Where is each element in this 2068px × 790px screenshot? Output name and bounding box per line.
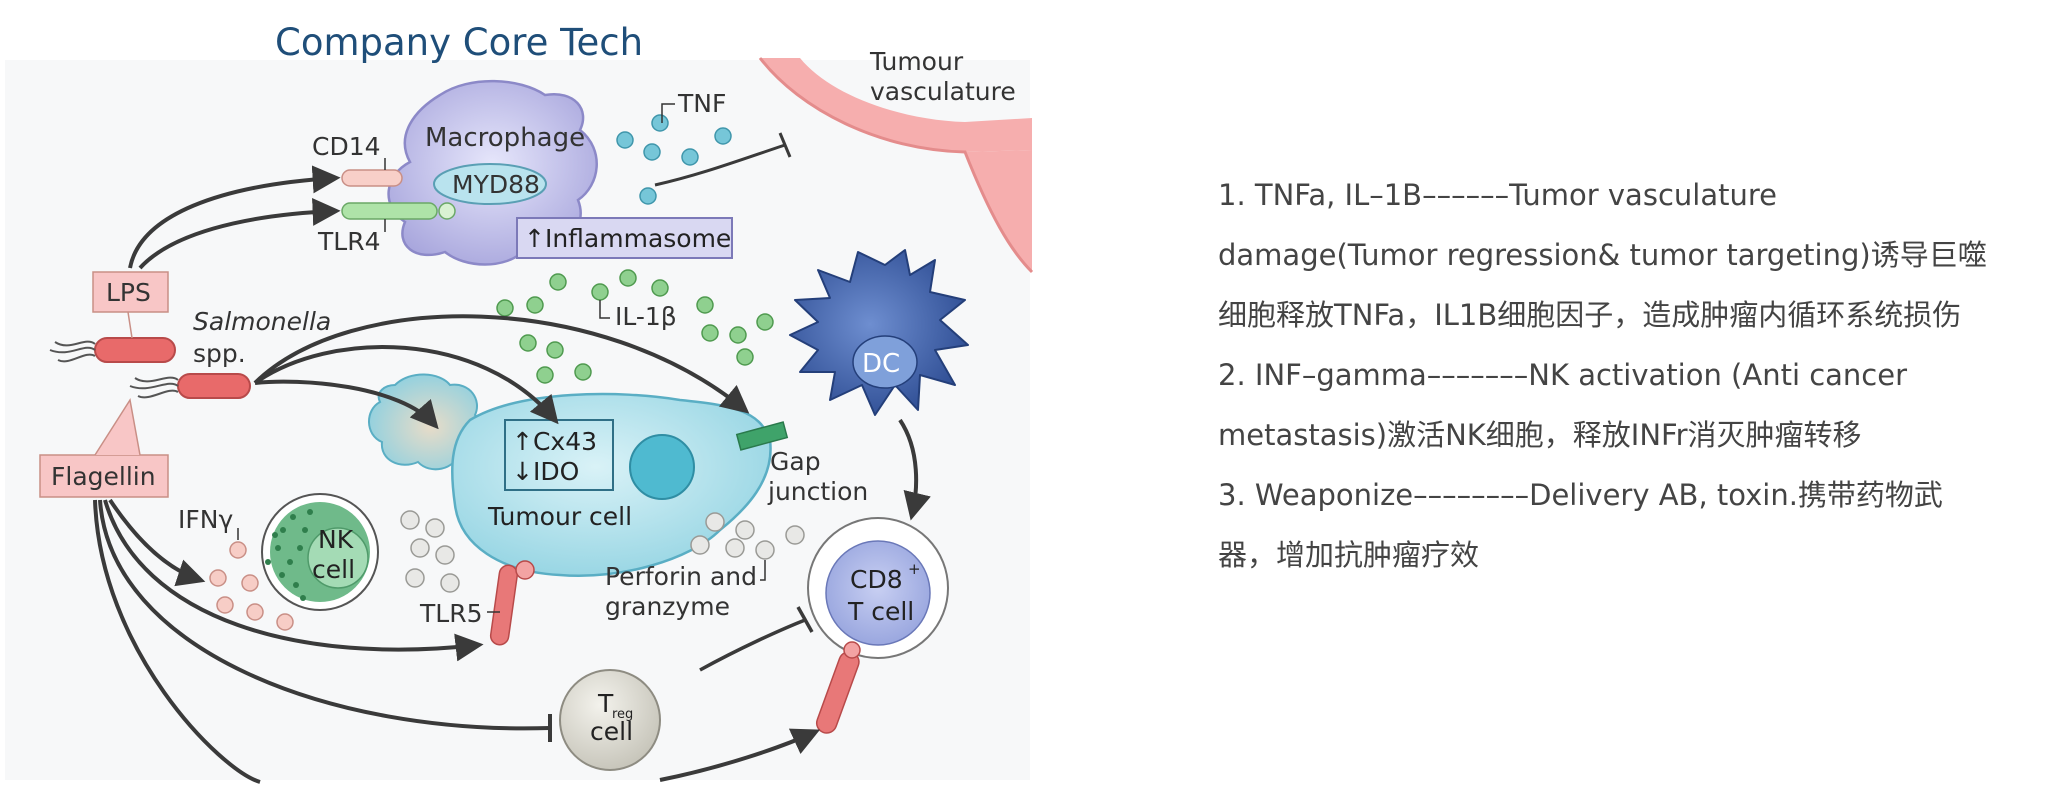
lps-to-cd14-arrow xyxy=(128,165,341,269)
tumour-vasculature xyxy=(758,57,1034,274)
flagellin-label: Flagellin xyxy=(51,462,156,491)
treg-cell xyxy=(559,669,661,771)
flagellin-inhibit-treg xyxy=(98,499,551,731)
flagellin-lower-arrow xyxy=(93,499,261,784)
tnf-inhibit-arrow xyxy=(654,143,786,187)
lps-to-tlr4-arrow xyxy=(138,197,341,270)
mechanism-diagram: Company Core Tech Tumour vasculature Mac… xyxy=(0,0,1040,785)
nk-label-1: NK xyxy=(318,525,354,554)
salmonella-to-dying-cell-arrow xyxy=(254,379,439,430)
tnf-label: TNF xyxy=(677,89,726,118)
note-line-7: 器，增加抗肿瘤疗效 xyxy=(1218,538,1480,572)
flagellin-to-ifng-arrow xyxy=(108,498,206,587)
ifng-particles xyxy=(209,541,294,631)
dc-label: DC xyxy=(862,349,900,379)
treg-inhibit-cd8 xyxy=(699,618,806,672)
tumour-vasculature-label-1: Tumour xyxy=(869,47,964,76)
dc-to-cd8-arrow xyxy=(898,418,931,521)
gap-junction-label-2: junction xyxy=(767,477,868,506)
lps-label: LPS xyxy=(106,278,151,307)
flagellin-to-tlr5-arrow xyxy=(103,499,484,662)
cx43-ido-box xyxy=(504,419,614,491)
note-line-5: metastasis)激活NK细胞，释放INFr消灭肿瘤转移 xyxy=(1218,418,1862,452)
cd14-receptor xyxy=(341,169,403,187)
flagellin-box xyxy=(39,454,169,498)
perforin-label-2: granzyme xyxy=(605,592,730,621)
treg-label-t: T xyxy=(597,689,614,718)
nk-granules xyxy=(265,509,313,601)
salmonella-to-tumour-arrow xyxy=(253,345,559,425)
tlr5-receptor xyxy=(489,564,519,646)
tlr5-label: TLR5 xyxy=(419,599,482,628)
tlr4-label: TLR4 xyxy=(317,227,380,256)
cd14-label: CD14 xyxy=(312,132,381,161)
cd8-nucleus xyxy=(825,540,931,646)
salmonella-bacterium-2 xyxy=(129,373,251,399)
tumour-vasculature-label-2: vasculature xyxy=(870,77,1016,106)
il1b-particles xyxy=(496,269,774,384)
note-line-4: 2. INF–gamma–––––––NK activation (Anti c… xyxy=(1218,358,1908,392)
salmonella-label: Salmonella xyxy=(193,307,331,336)
treg-label-cell: cell xyxy=(590,717,633,746)
tnf-particles xyxy=(616,114,732,205)
myd88-label: MYD88 xyxy=(452,170,540,199)
tlr4-receptor xyxy=(341,202,438,220)
note-line-2: damage(Tumor regression& tumor targeting… xyxy=(1218,238,1987,272)
cd8-label-2: T cell xyxy=(847,597,914,626)
ifng-label: IFNγ xyxy=(178,505,233,534)
dendritic-cell xyxy=(789,249,969,416)
gap-junction-label-1: Gap xyxy=(770,447,821,476)
perforin-particles xyxy=(400,510,805,593)
cd8-label-sup: + xyxy=(908,560,921,578)
note-line-1: 1. TNFa, IL–1B––––––Tumor vasculature xyxy=(1218,178,1777,212)
gap-junction xyxy=(735,421,789,451)
dc-nucleus xyxy=(852,335,918,389)
lps-box xyxy=(92,271,169,313)
nk-label-2: cell xyxy=(312,555,355,584)
myd88-ellipse xyxy=(433,163,547,205)
cd8-label-1: CD8 xyxy=(850,565,903,594)
ido-label: ↓IDO xyxy=(512,457,579,486)
treg-label-sub: reg xyxy=(612,707,633,722)
note-line-6: 3. Weaponize––––––––Delivery AB, toxin.携… xyxy=(1218,478,1943,512)
nk-nucleus xyxy=(307,527,369,589)
tumour-nucleus xyxy=(629,434,695,500)
notes-panel: 1. TNFa, IL–1B––––––Tumor vasculature da… xyxy=(1218,165,2038,585)
diagram-title: Company Core Tech xyxy=(275,21,643,64)
salmonella-to-dc-arrow xyxy=(253,314,750,414)
inflammasome-box xyxy=(516,217,733,259)
perforin-label-1: Perforin and xyxy=(605,562,757,591)
salmonella-bacterium-1 xyxy=(49,337,176,363)
treg-lower-arrow xyxy=(659,728,821,782)
inflammasome-label: ↑Inflammasome xyxy=(524,224,731,253)
spp-label: spp. xyxy=(193,339,246,368)
il1b-label: IL-1β xyxy=(615,302,677,331)
tumour-cell-label: Tumour cell xyxy=(487,502,632,531)
note-line-3: 细胞释放TNFa，IL1B细胞因子，造成肿瘤内循环系统损伤 xyxy=(1218,298,1962,332)
macrophage-label: Macrophage xyxy=(425,123,585,153)
cx43-label: ↑Cx43 xyxy=(512,427,597,456)
